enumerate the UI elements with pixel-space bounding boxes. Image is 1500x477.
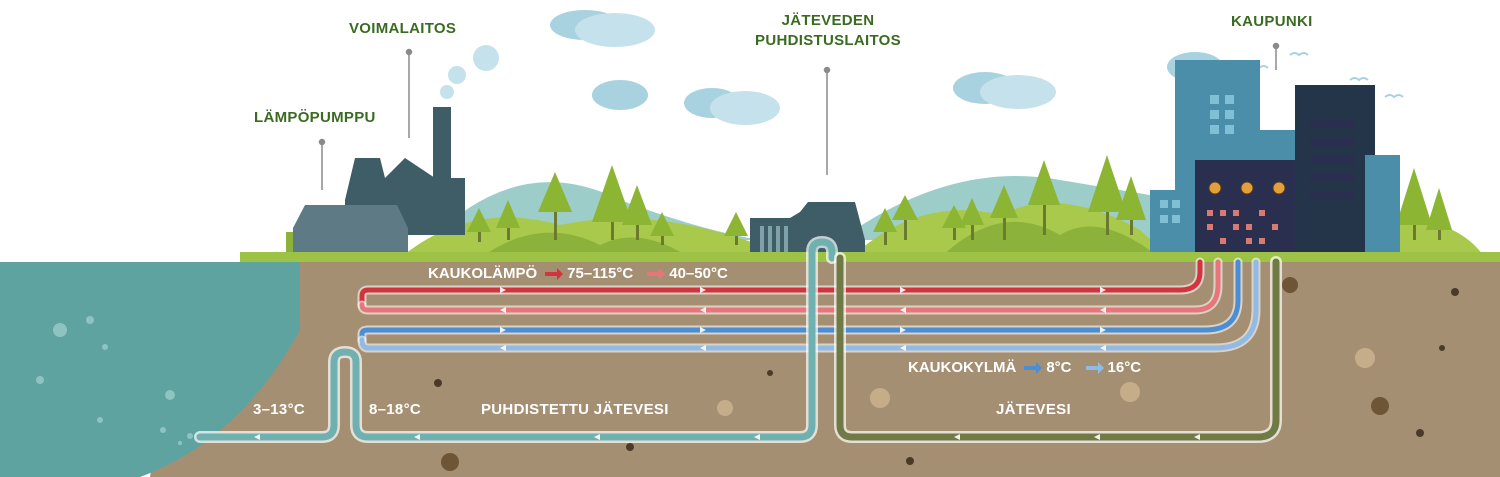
treated-wastewater-pipe — [194, 236, 838, 443]
sea-bubbles — [36, 316, 193, 445]
district-heating-supply-pipe — [357, 257, 1205, 310]
trees — [467, 155, 1452, 245]
tree-icon — [496, 200, 520, 240]
power-plant-label: VOIMALAITOS — [349, 20, 457, 37]
treated-wastewater-label: PUHDISTETTU JÄTEVESI — [481, 401, 669, 418]
district-cooling-supply-temp: 8°C — [1046, 359, 1072, 376]
sea-outlet-temp: 3–13°C — [253, 401, 306, 418]
tree-icon — [990, 185, 1018, 240]
grass-strip — [240, 252, 1500, 264]
callout-lines — [318, 42, 1280, 190]
return-arrow-icon — [1085, 361, 1104, 374]
wastewater-plant-label: JÄTEVEDEN PUHDISTUSLAITOS — [748, 11, 908, 51]
tree-icon — [1396, 168, 1432, 240]
wastewater-plant-label-line2: PUHDISTUSLAITOS — [755, 32, 901, 49]
district-heating-return-pipe — [357, 257, 1223, 315]
district-heating-supply-temp: 75–115°C — [567, 265, 634, 282]
return-arrow-icon — [647, 267, 666, 280]
tree-icon — [1116, 176, 1146, 235]
district-cooling-return-temp: 16°C — [1107, 359, 1142, 376]
supply-arrow-icon — [1024, 361, 1043, 374]
treated-water-temp: 8–18°C — [369, 401, 422, 418]
cloud-icon — [953, 72, 1056, 109]
district-cooling-return-pipe — [357, 257, 1261, 353]
tree-icon — [467, 208, 491, 242]
flow-arrows — [254, 287, 1200, 440]
wastewater-plant-label-line1: JÄTEVEDEN — [781, 12, 875, 29]
tree-icon — [960, 198, 984, 240]
cloud-icon — [550, 10, 655, 47]
tree-icon — [592, 165, 632, 240]
tree-icon — [873, 208, 897, 245]
wastewater-pipe — [834, 252, 1282, 443]
district-cooling-legend: KAUKOKYLMÄ 8°C 16°C — [908, 359, 1141, 376]
tree-icon — [622, 185, 652, 240]
sea — [0, 262, 300, 477]
tree-icon — [942, 205, 966, 240]
cloud-icon — [684, 88, 780, 125]
tree-icon — [892, 195, 918, 240]
district-heating-title: KAUKOLÄMPÖ — [428, 265, 538, 282]
tree-icon — [724, 212, 748, 245]
tree-icon — [538, 172, 572, 240]
supply-arrow-icon — [545, 267, 564, 280]
city-buildings — [1150, 60, 1400, 260]
tree-icon — [650, 212, 674, 245]
heat-pump-label: LÄMPÖPUMPPU — [254, 109, 376, 126]
wastewater-label: JÄTEVESI — [996, 401, 1071, 418]
soil-stones — [434, 277, 1459, 471]
city-label: KAUPUNKI — [1231, 13, 1313, 30]
soil — [150, 262, 1500, 477]
tree-icon — [1088, 155, 1126, 235]
district-heating-legend: KAUKOLÄMPÖ 75–115°C 40–50°C — [428, 265, 728, 282]
cloud-icon — [592, 80, 648, 110]
district-cooling-title: KAUKOKYLMÄ — [908, 359, 1017, 376]
tree-icon — [1028, 160, 1060, 235]
tree-icon — [1426, 188, 1452, 240]
district-heating-return-temp: 40–50°C — [669, 265, 728, 282]
district-cooling-supply-pipe — [357, 257, 1243, 345]
smoke-cloud-icon — [440, 45, 499, 99]
